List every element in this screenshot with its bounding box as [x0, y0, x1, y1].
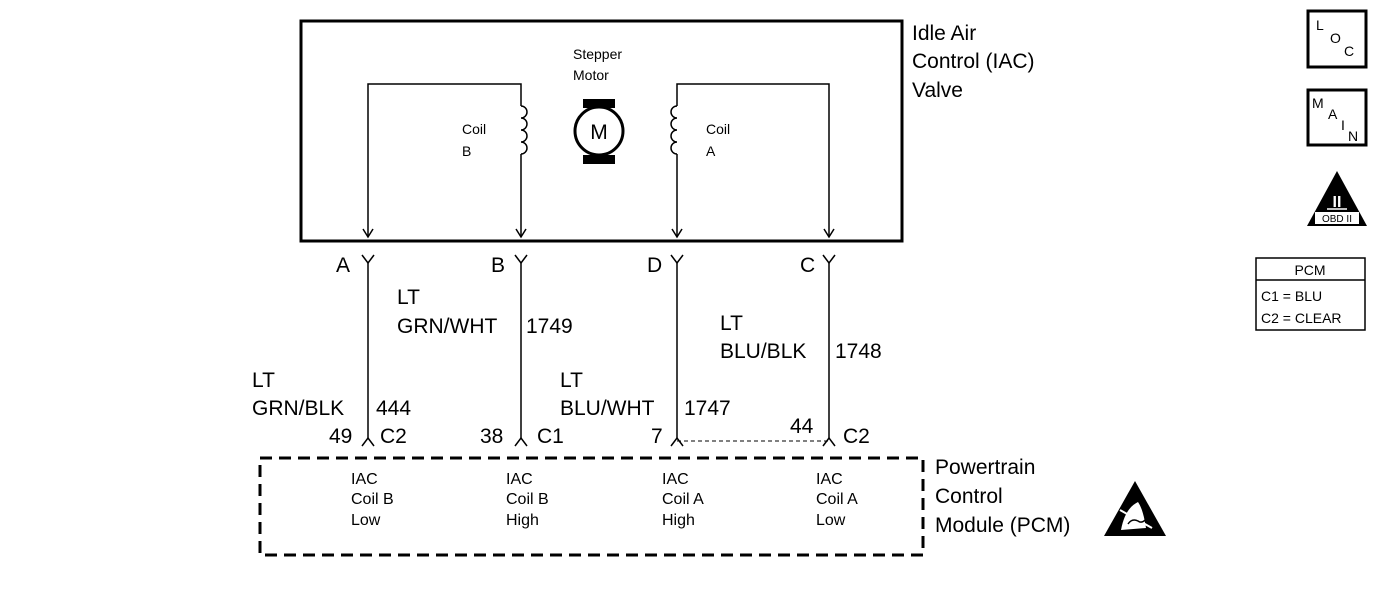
obd-ii-text: OBD II	[1322, 214, 1352, 225]
pcm-title-line2: Control	[935, 485, 1003, 508]
pin-d-label: D	[647, 254, 662, 277]
pcm-pin-38-number: 38	[480, 425, 503, 448]
pcm-pin-7-number: 7	[651, 425, 663, 448]
wire-1748-color-line2: BLU/BLK	[720, 340, 806, 363]
pcm-function-line: Coil B	[506, 491, 549, 508]
main-icon-letter: N	[1348, 128, 1358, 144]
pcm-pin-44-connector: C2	[843, 425, 870, 448]
coil-b-winding-icon	[520, 105, 528, 155]
wire-1747-circuit: 1747	[684, 397, 731, 420]
wire-1748-color-line1: LT	[720, 312, 743, 335]
pcm-function-line: IAC	[662, 471, 689, 488]
pcm-title-line3: Module (PCM)	[935, 514, 1070, 537]
motor-label-line2: Motor	[573, 67, 609, 83]
coil-a-label-line1: Coil	[706, 121, 730, 137]
legend-row-c2: C2 = CLEAR	[1261, 310, 1342, 326]
stepper-motor-icon: M	[573, 99, 625, 164]
pcm-function-line: Low	[351, 512, 381, 529]
pcm-function-line: Coil B	[351, 491, 394, 508]
main-icon-letter: A	[1328, 106, 1338, 122]
iac-title-line2: Control (IAC)	[912, 50, 1035, 73]
pcm-function-line: IAC	[816, 471, 843, 488]
pcm-function-coil-b-high: IAC Coil B High	[506, 471, 549, 529]
wire-1747-color-line2: BLU/WHT	[560, 397, 655, 420]
coil-a-label-line2: A	[706, 143, 716, 159]
wire-444-color-line2: GRN/BLK	[252, 397, 344, 420]
pcm-function-line: High	[662, 512, 695, 529]
pcm-function-line: IAC	[506, 471, 533, 488]
obd-ii-numeral: II	[1333, 194, 1342, 211]
loc-icon: L O C	[1306, 9, 1368, 69]
pcm-function-coil-a-high: IAC Coil A High	[662, 471, 704, 529]
wire-444-circuit: 444	[376, 397, 411, 420]
pcm-function-line: Low	[816, 512, 846, 529]
loc-icon-letter: O	[1330, 30, 1341, 46]
pcm-function-coil-b-low: IAC Coil B Low	[351, 471, 394, 529]
main-icon-letter: M	[1312, 95, 1324, 111]
main-icon-letter: I	[1341, 117, 1345, 133]
iac-valve-box	[299, 19, 904, 243]
pcm-connector-legend: PCM C1 = BLU C2 = CLEAR	[1255, 257, 1366, 331]
pin-c-label: C	[800, 254, 815, 277]
coil-a-right-wire	[676, 83, 830, 237]
pcm-function-line: Coil A	[662, 491, 704, 508]
terminal-arrows	[362, 228, 835, 239]
wire-1749-circuit: 1749	[526, 315, 573, 338]
pcm-function-line: IAC	[351, 471, 378, 488]
harness-wires	[367, 263, 830, 438]
legend-row-c1: C1 = BLU	[1261, 288, 1322, 304]
pcm-title-line1: Powertrain	[935, 456, 1035, 479]
pin-a-label: A	[336, 254, 350, 277]
motor-label-line1: Stepper	[573, 46, 622, 62]
iac-title-line1: Idle Air	[912, 22, 976, 45]
pcm-box	[258, 456, 925, 557]
pcm-function-coil-a-low: IAC Coil A Low	[816, 471, 858, 529]
pcm-pin-38-connector: C1	[537, 425, 564, 448]
coil-a-winding-icon	[670, 105, 678, 155]
wire-1748-circuit: 1748	[835, 340, 882, 363]
pcm-pin-49-number: 49	[329, 425, 352, 448]
wire-1749-color-line1: LT	[397, 286, 420, 309]
legend-title: PCM	[1294, 262, 1325, 278]
coil-b-left-wire	[367, 83, 522, 237]
loc-icon-letter: C	[1344, 43, 1354, 59]
pcm-function-line: High	[506, 512, 539, 529]
motor-symbol: M	[590, 121, 608, 144]
wire-444-color-line1: LT	[252, 369, 275, 392]
iac-title-line3: Valve	[912, 79, 963, 102]
main-icon: M A I N	[1306, 88, 1368, 147]
pcm-function-line: Coil A	[816, 491, 858, 508]
pcm-connector-terminals	[361, 436, 836, 447]
wire-1747-color-line1: LT	[560, 369, 583, 392]
coil-b-label-line2: B	[462, 143, 471, 159]
pcm-pin-49-connector: C2	[380, 425, 407, 448]
pin-b-label: B	[491, 254, 505, 277]
loc-icon-letter: L	[1316, 17, 1324, 33]
iac-connector-terminals	[361, 254, 836, 265]
obd-ii-icon: II OBD II	[1307, 171, 1367, 226]
pcm-pin-44-number: 44	[790, 415, 814, 438]
esd-warning-icon	[1104, 481, 1166, 536]
wire-1749-color-line2: GRN/WHT	[397, 315, 497, 338]
coil-b-label-line1: Coil	[462, 121, 486, 137]
